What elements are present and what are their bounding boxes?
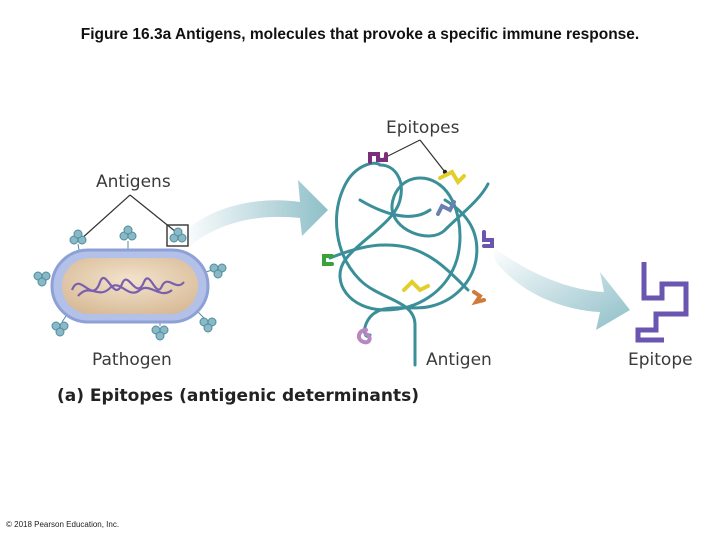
- antigen-knob: [205, 263, 227, 279]
- antigen-protein-strand: [328, 161, 490, 367]
- pathogen-body: [62, 258, 198, 314]
- copyright-notice: © 2018 Pearson Education, Inc.: [6, 520, 120, 529]
- figure-caption: (a) Epitopes (antigenic determinants): [57, 386, 419, 406]
- antigen-knob: [197, 311, 217, 333]
- antigen-highlight-box: [166, 224, 189, 247]
- arrow-to-antigen: [180, 180, 328, 246]
- label-pathogen: Pathogen: [92, 350, 172, 370]
- epitope-marker-yellow: [438, 169, 466, 186]
- antigen-knob: [51, 315, 69, 337]
- antigen-knob: [169, 227, 187, 243]
- pathogen-dna: [70, 277, 185, 297]
- epitope-marker-magenta: [368, 152, 388, 164]
- epitope-marker-purple: [482, 230, 494, 248]
- label-epitopes: Epitopes: [386, 118, 460, 138]
- label-antigens: Antigens: [96, 172, 171, 192]
- label-epitope: Epitope: [628, 350, 693, 370]
- epitope-marker-pink: [357, 328, 372, 345]
- label-antigen: Antigen: [426, 350, 492, 370]
- arrow-to-epitope: [492, 246, 630, 330]
- antigens-leader-lines: [79, 194, 177, 241]
- epitope-marker-green: [322, 254, 334, 266]
- epitope-shape: [635, 262, 689, 343]
- epitope-marker-orange: [471, 290, 486, 306]
- antigen-knob: [69, 229, 87, 257]
- antigen-knobs: [33, 225, 227, 341]
- epitope-marker-yellow-2: [402, 279, 430, 293]
- antigen-knob: [151, 320, 169, 341]
- figure-title: Figure 16.3a Antigens, molecules that pr…: [80, 26, 640, 43]
- antigen-knob: [119, 225, 137, 250]
- epitope-marker-slate: [436, 200, 456, 216]
